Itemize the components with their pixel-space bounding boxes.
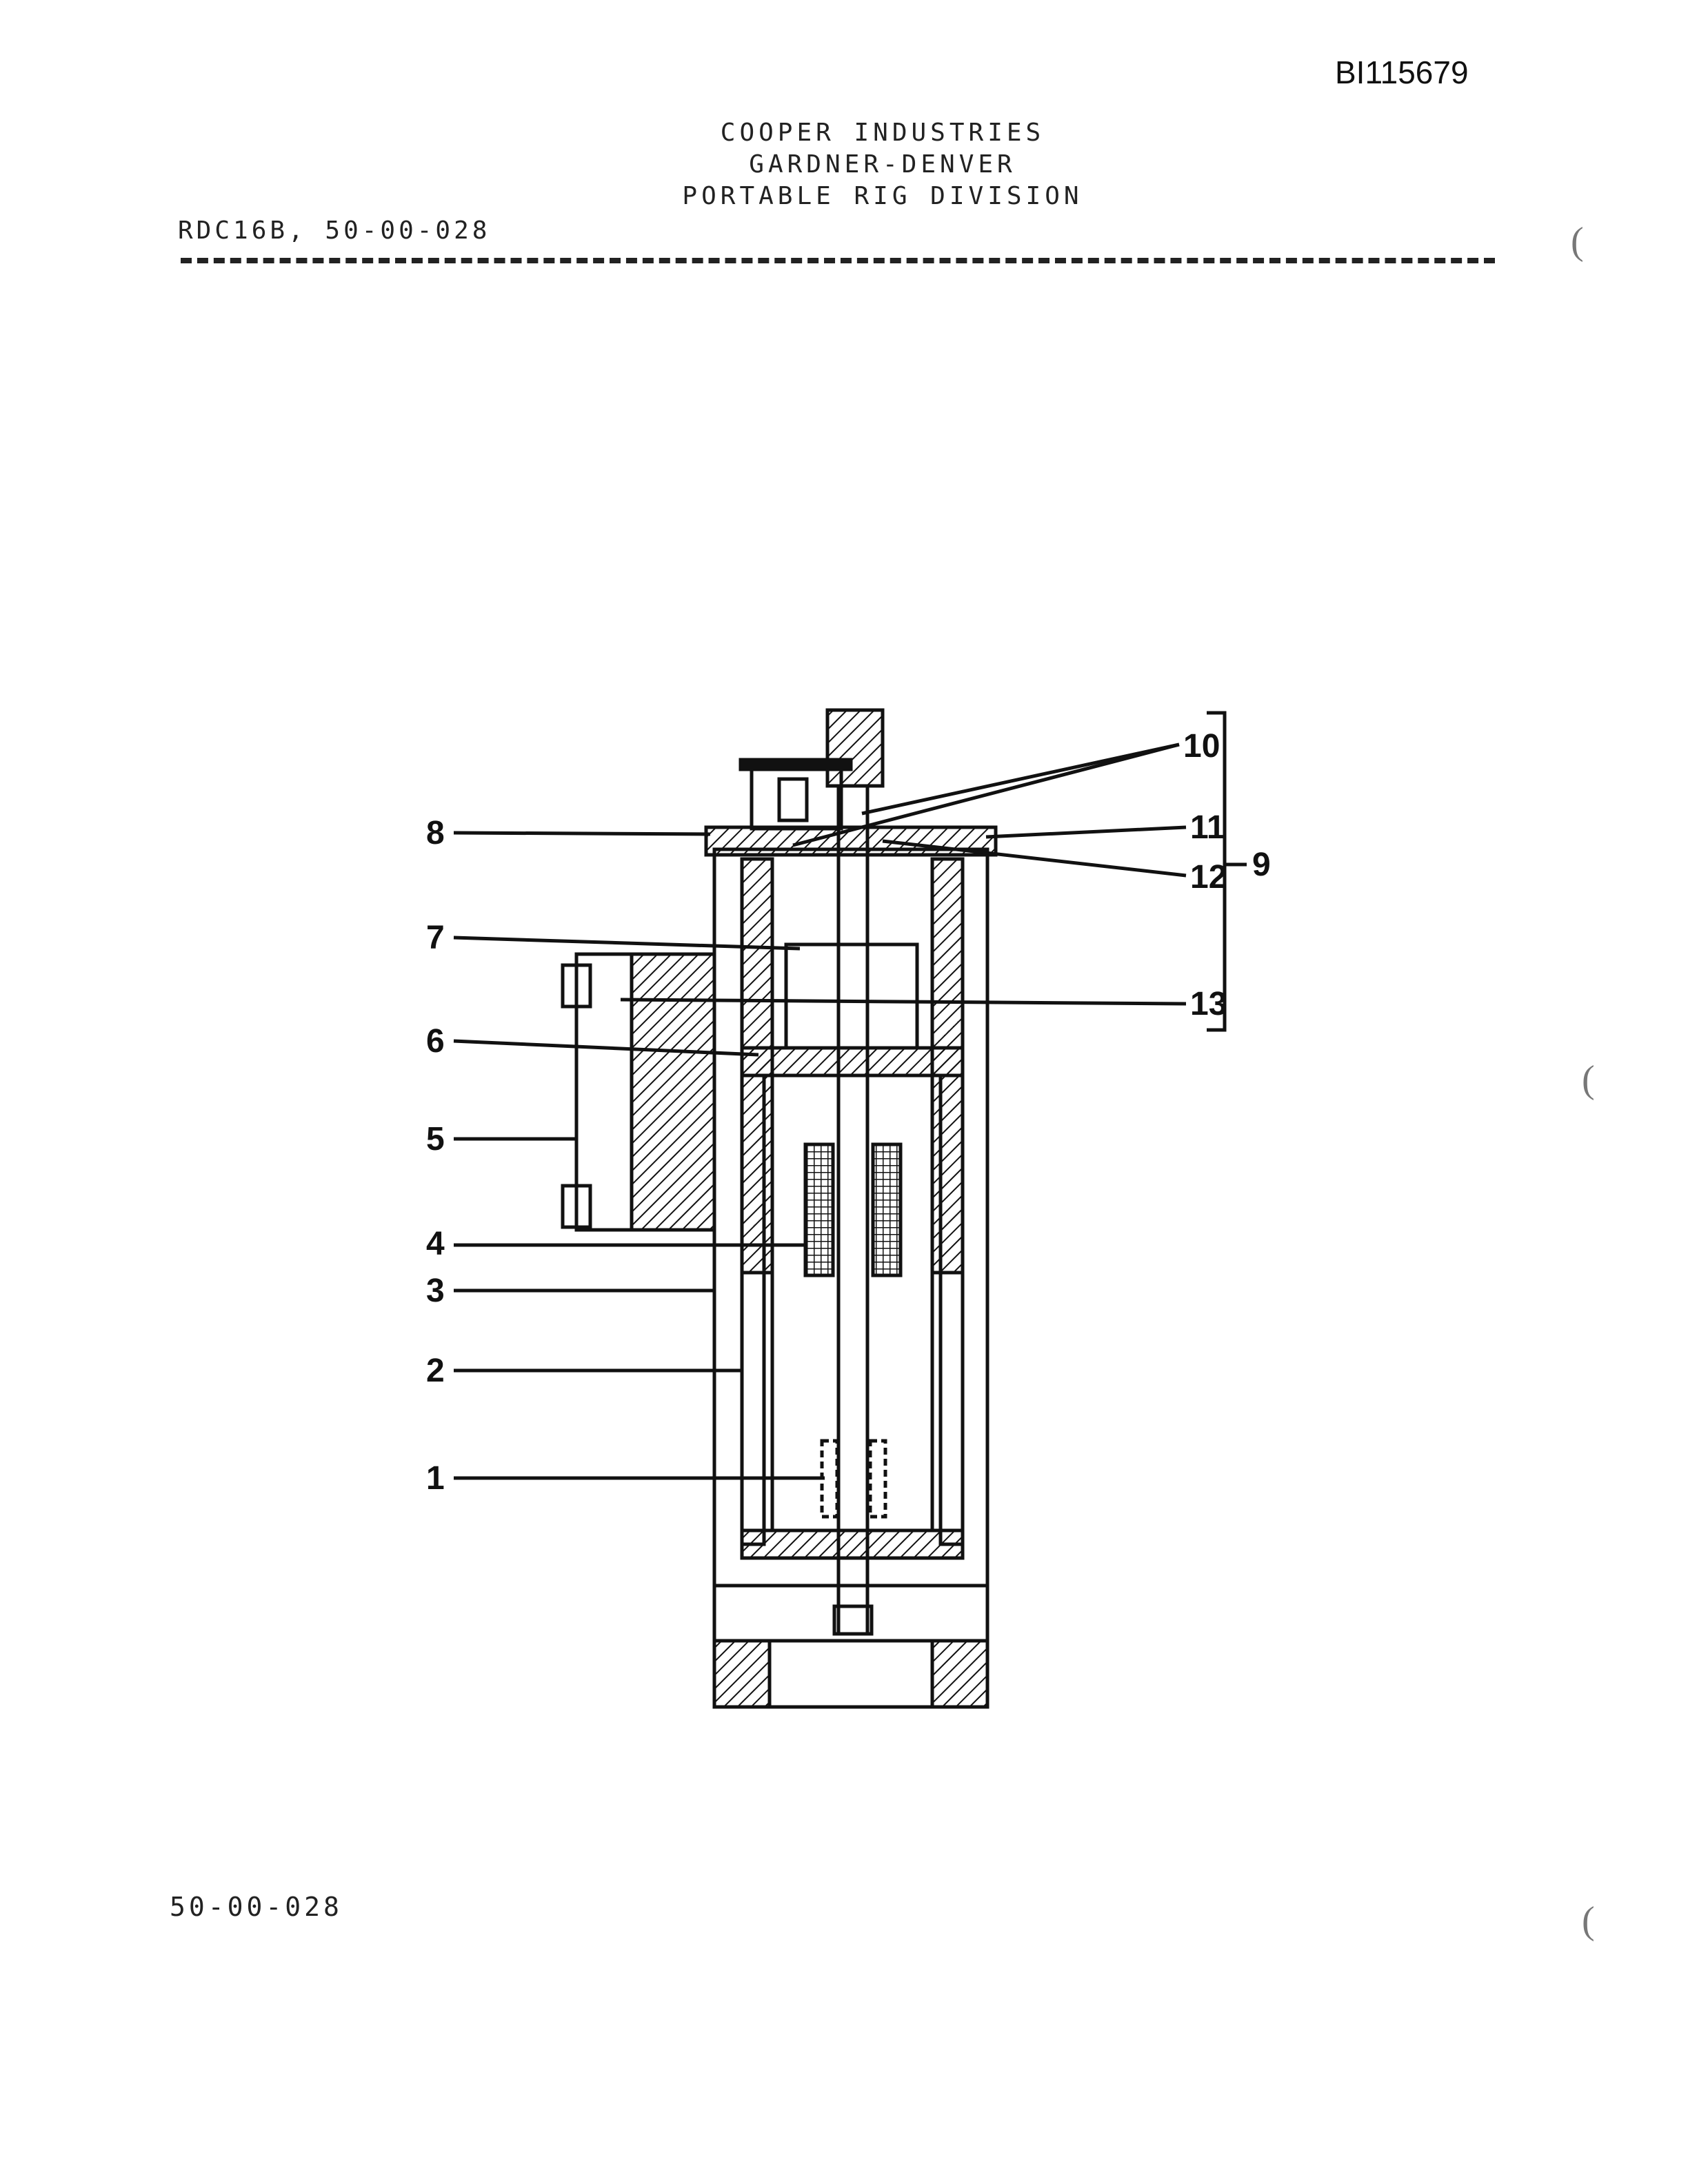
leader-10a [792,742,1180,847]
callout-4: 4 [426,1226,445,1262]
leader-12 [882,839,1187,878]
callout-labels: 1 2 3 4 5 6 7 8 9 10 11 12 13 [426,728,1271,1497]
shaft-foot [832,1604,874,1636]
footer-code: 50-00-028 [170,1892,343,1922]
header-line-brand: GARDNER-DENVER [749,150,1016,179]
leader-10b [861,742,1180,816]
callout-8: 8 [426,815,445,851]
header-line-division: PORTABLE RIG DIVISION [682,182,1083,210]
lower-seal-plate [740,1528,965,1560]
bracket-9 [1207,711,1227,1032]
callout-7: 7 [426,920,445,956]
base-block-right [930,1639,989,1709]
leader-8 [453,831,711,836]
callout-10: 10 [1183,728,1220,765]
leader-lines [453,711,1247,1480]
callout-6: 6 [426,1023,445,1060]
margin-mark: ( [1571,220,1584,263]
callout-3: 3 [426,1273,445,1309]
upper-seal-plate [740,1046,965,1078]
header-line-company: COOPER INDUSTRIES [720,119,1045,147]
side-manifold-body [630,952,716,1232]
leader-11 [985,825,1187,839]
company-header: COOPER INDUSTRIES GARDNER-DENVER PORTABL… [0,117,1688,212]
header-divider [181,258,1495,263]
lower-sleeve-right [868,1439,887,1519]
shaft-top [825,708,885,788]
margin-mark: ( [1582,1058,1595,1101]
callout-11: 11 [1190,809,1225,846]
leader-6 [453,1039,759,1057]
callout-2: 2 [426,1353,445,1389]
callout-13: 13 [1190,986,1227,1022]
callout-12: 12 [1190,859,1227,896]
margin-mark: ( [1582,1899,1595,1942]
leader-13 [620,998,1187,1006]
document-id: BI115679 [1335,54,1469,90]
callout-9: 9 [1252,847,1271,883]
model-code: RDC16B, 50-00-028 [178,216,491,245]
top-fitting-inner [777,777,809,822]
screen-right [871,1142,903,1277]
screen-left [803,1142,835,1277]
callout-5: 5 [426,1121,445,1157]
manifold-bolt-bottom [561,1184,592,1229]
callout-1: 1 [426,1460,445,1497]
base-block-left [712,1639,772,1709]
center-bushing [784,942,919,1050]
leader-7 [453,936,801,951]
manifold-bolt-top [561,963,592,1009]
housing-assembly [561,708,998,1709]
